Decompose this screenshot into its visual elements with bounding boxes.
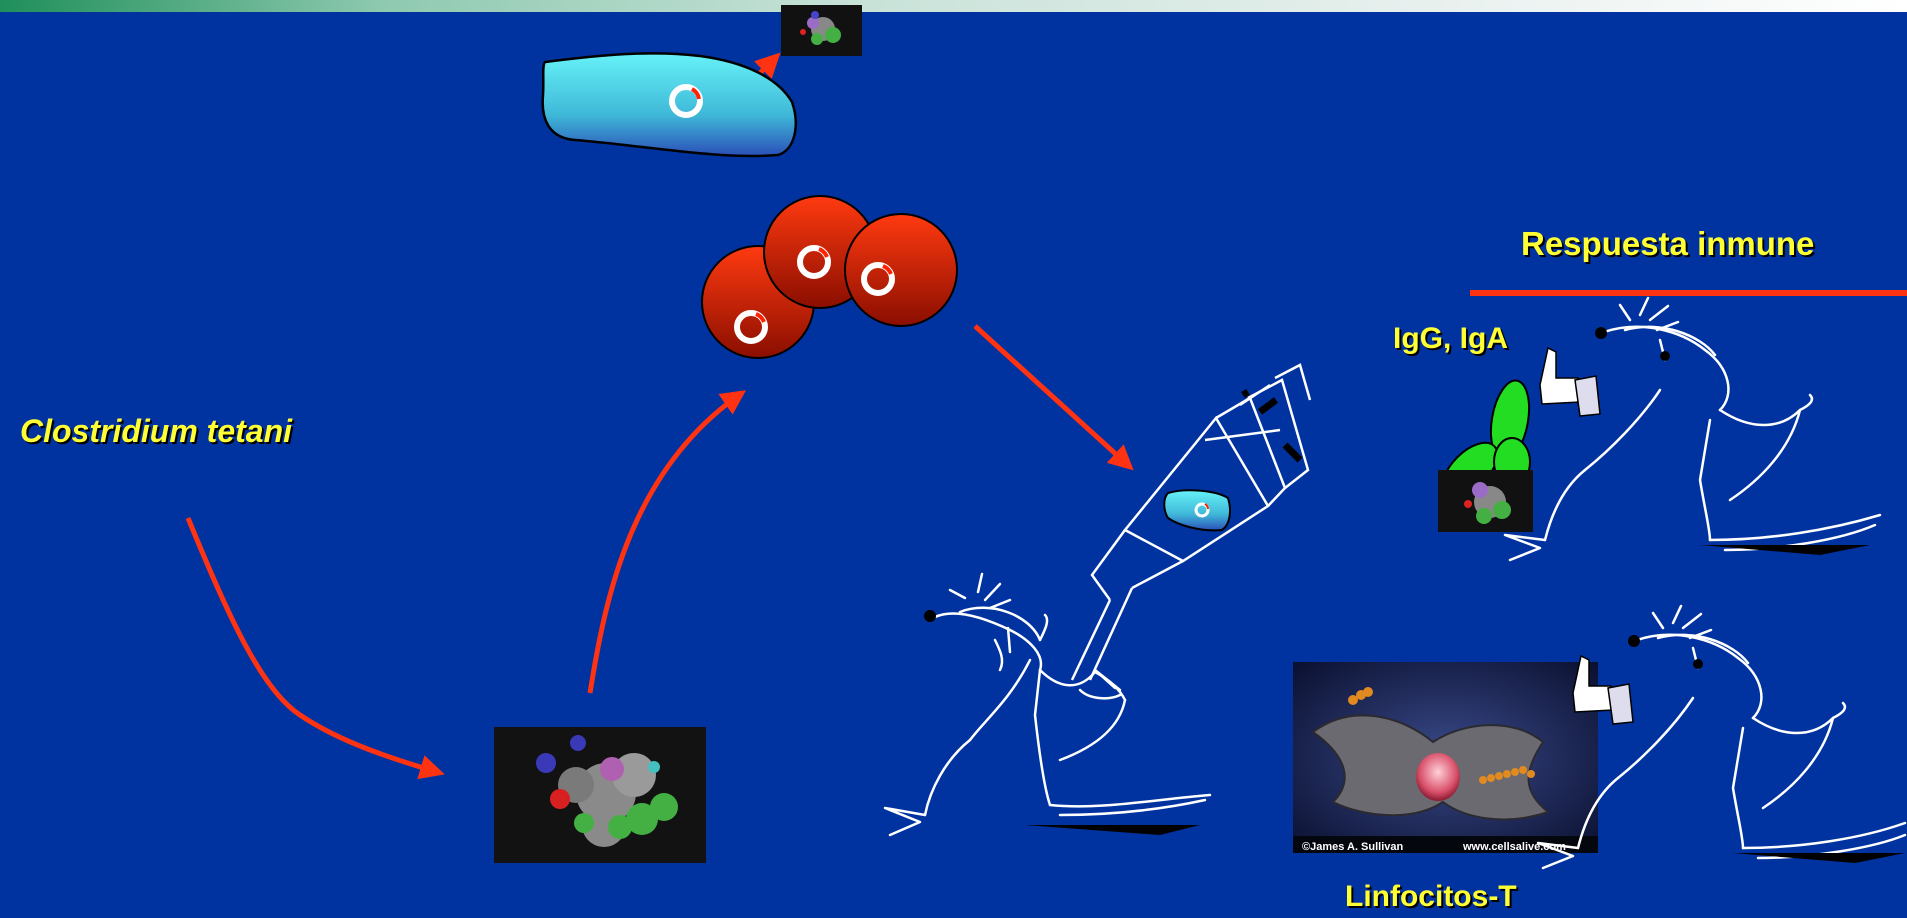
bottle-bacterium (1164, 490, 1230, 530)
immune-response-title: Respuesta inmune (1521, 225, 1814, 263)
t-cells-label: Linfocitos-T (1345, 880, 1517, 914)
bacterium-cell (543, 53, 796, 156)
rat-drinking-shadow (1025, 825, 1200, 835)
arrow-to-vaccine (975, 326, 1130, 467)
red-cell-cluster (702, 196, 957, 358)
t-cell-photo (1293, 662, 1598, 853)
rat-lower-nose (1628, 635, 1640, 647)
antibodies-label: IgG, IgA (1393, 322, 1508, 356)
rat-lower-eye (1693, 659, 1703, 669)
rat-upper-nose (1595, 327, 1607, 339)
toxin-molecule-image (494, 727, 706, 863)
organism-label: Clostridium tetani (20, 413, 292, 450)
thumbs-up-icon-upper (1540, 348, 1600, 416)
rat-upper-eye (1660, 351, 1670, 361)
antibody-toxin-image (1438, 470, 1533, 532)
small-toxin-image (781, 5, 862, 56)
rat-upper (1505, 298, 1880, 560)
arrow-to-toxin (188, 518, 440, 773)
rat-drinking-nose (924, 610, 936, 622)
photo-credit-left: ©James A. Sullivan (1302, 841, 1404, 853)
arrow-to-red-cells (590, 393, 742, 693)
